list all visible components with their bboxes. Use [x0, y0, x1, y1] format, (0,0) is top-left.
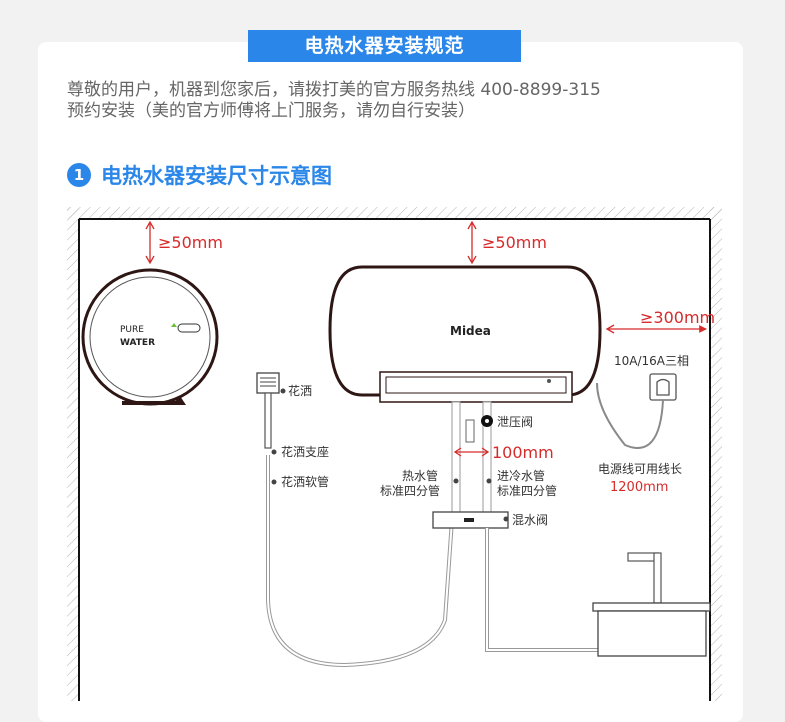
- brand-logo-text: Midea: [450, 324, 491, 338]
- left-clearance-dimension: ≥50mm: [145, 220, 223, 265]
- sink-group: [592, 552, 711, 657]
- side-clearance-dimension: ≥300mm: [605, 308, 715, 334]
- cold-pipe-label-2: 标准四分管: [497, 483, 557, 498]
- installation-diagram: ≥50mm PURE WATER ≥50mm Midea ≥300mm 10A/…: [67, 207, 722, 701]
- side-clearance-label: ≥300mm: [640, 308, 715, 327]
- water-heater: Midea: [328, 265, 602, 403]
- pipe-spacing-label: 100mm: [492, 443, 554, 462]
- wall-hatching: [67, 207, 722, 701]
- intro-line-1: 尊敬的用户，机器到您家后，请拨打美的官方服务热线 400-8899-315: [67, 80, 601, 100]
- top-clearance-label: ≥50mm: [482, 233, 547, 252]
- shower-hose-label: 花洒软管: [281, 474, 329, 489]
- section-heading: 1 电热水器安装尺寸示意图: [67, 162, 332, 188]
- mixing-valve-label: 混水阀: [512, 513, 548, 527]
- section-number-badge: 1: [67, 163, 91, 187]
- intro-text: 尊敬的用户，机器到您家后，请拨打美的官方服务热线 400-8899-315 预约…: [67, 80, 727, 122]
- pipes-group: 泄压阀 100mm 热水管 标准四分管 进冷水管 标准四分管 混水阀: [380, 401, 650, 652]
- shower-holder-label: 花洒支座: [281, 444, 329, 459]
- socket-spec-label: 10A/16A三相: [614, 354, 689, 368]
- hot-pipe-label-1: 热水管: [402, 468, 438, 483]
- section-title: 电热水器安装尺寸示意图: [101, 164, 332, 188]
- page-title-banner: 电热水器安装规范: [248, 30, 521, 62]
- shower-group: 花洒 花洒支座 花洒软管: [256, 372, 454, 668]
- power-cord-label: 电源线可用线长: [598, 462, 682, 476]
- hot-pipe-label-2: 标准四分管: [380, 483, 440, 498]
- pressure-valve-label: 泄压阀: [497, 415, 533, 429]
- cold-pipe-label-1: 进冷水管: [497, 468, 545, 483]
- shower-head-label: 花洒: [288, 383, 312, 398]
- left-clearance-label: ≥50mm: [158, 233, 223, 252]
- purifier-label-pure: PURE: [120, 325, 144, 335]
- purifier-label-water: WATER: [120, 338, 155, 348]
- power-cord-length: 1200mm: [610, 480, 668, 495]
- power-socket-group: 10A/16A三相 电源线可用线长 1200mm: [596, 354, 689, 495]
- top-clearance-dimension: ≥50mm: [467, 220, 547, 265]
- intro-line-2: 预约安装（美的官方师傅将上门服务，请勿自行安装）: [67, 101, 475, 121]
- water-purifier: PURE WATER: [81, 268, 219, 406]
